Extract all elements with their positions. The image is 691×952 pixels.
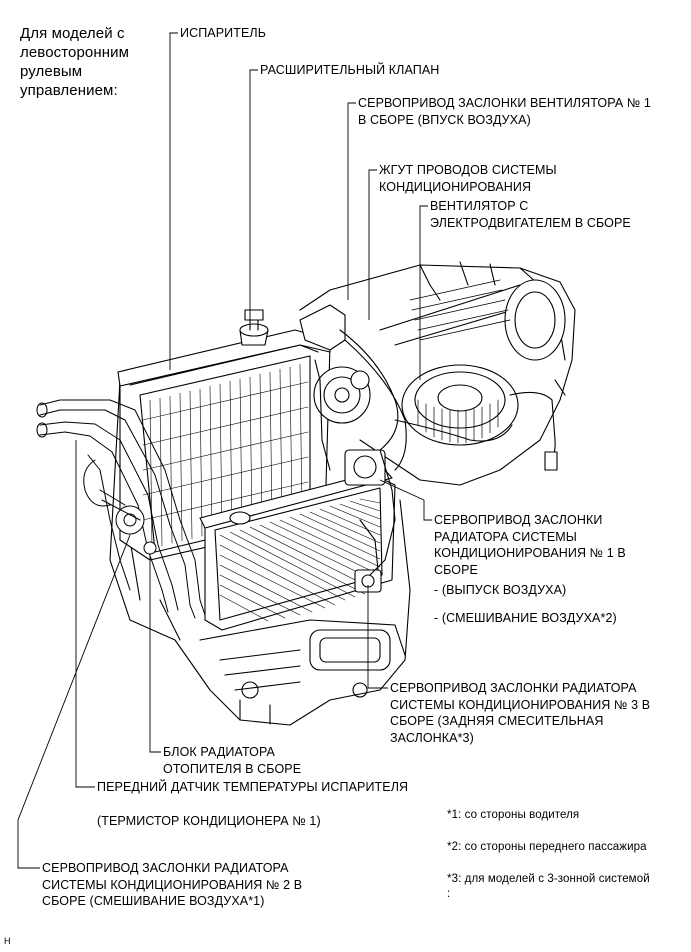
label-servo-no1-outlet: - (ВЫПУСК ВОЗДУХА) [434,583,567,597]
footnote-3: *3: для моделей с 3-зонной системой : [447,873,650,900]
label-blower-damper-servo: СЕРВОПРИВОД ЗАСЛОНКИ ВЕНТИЛЯТОРА № 1 В С… [358,96,651,127]
label-thermistor: (ТЕРМИСТОР КОНДИЦИОНЕРА № 1) [97,814,321,828]
label-servo-no2: СЕРВОПРИВОД ЗАСЛОНКИ РАДИАТОРА СИСТЕМЫ К… [42,861,303,908]
label-evap-temp-sensor: ПЕРЕДНИЙ ДАТЧИК ТЕМПЕРАТУРЫ ИСПАРИТЕЛЯ [97,780,409,794]
footnote-2: *2: со стороны переднего пассажира [447,841,647,853]
label-servo-no1: СЕРВОПРИВОД ЗАСЛОНКИ РАДИАТОРА СИСТЕМЫ К… [434,513,626,577]
label-blower-motor: ВЕНТИЛЯТОР С ЭЛЕКТРОДВИГАТЕЛЕМ В СБОРЕ [430,199,631,230]
footnote-1: *1: со стороны водителя [447,809,580,821]
label-evaporator: ИСПАРИТЕЛЬ [180,26,267,40]
leader-wire-harness [368,169,377,320]
servos-and-harness-drawing [299,304,513,593]
leader-expansion-valve [249,69,258,322]
leader-servo-no2 [17,534,131,869]
leader-heater-core [149,555,161,753]
leader-evaporator [169,32,178,370]
label-expansion-valve: РАСШИРИТЕЛЬНЫЙ КЛАПАН [260,63,440,77]
leader-servo-no1 [379,479,432,521]
label-heater-core: БЛОК РАДИАТОРА ОТОПИТЕЛЯ В СБОРЕ [163,745,302,776]
label-servo-no1-mix: - (СМЕШИВАНИЕ ВОЗДУХА*2) [434,611,617,625]
leader-servo-no3 [367,585,388,689]
label-wire-harness: ЖГУТ ПРОВОДОВ СИСТЕМЫ КОНДИЦИОНИРОВАНИЯ [379,163,557,194]
pipes-drawing [36,399,206,619]
leader-blower-motor [419,205,428,380]
leader-evap-sensor [75,440,95,788]
label-servo-no3: СЕРВОПРИВОД ЗАСЛОНКИ РАДИАТОРА СИСТЕМЫ К… [390,681,651,745]
model-note: Для моделей с левосторонним рулевым упра… [20,25,130,99]
leader-lines [17,32,432,869]
leader-blower-servo [347,102,356,300]
corner-mark: H [4,936,11,946]
